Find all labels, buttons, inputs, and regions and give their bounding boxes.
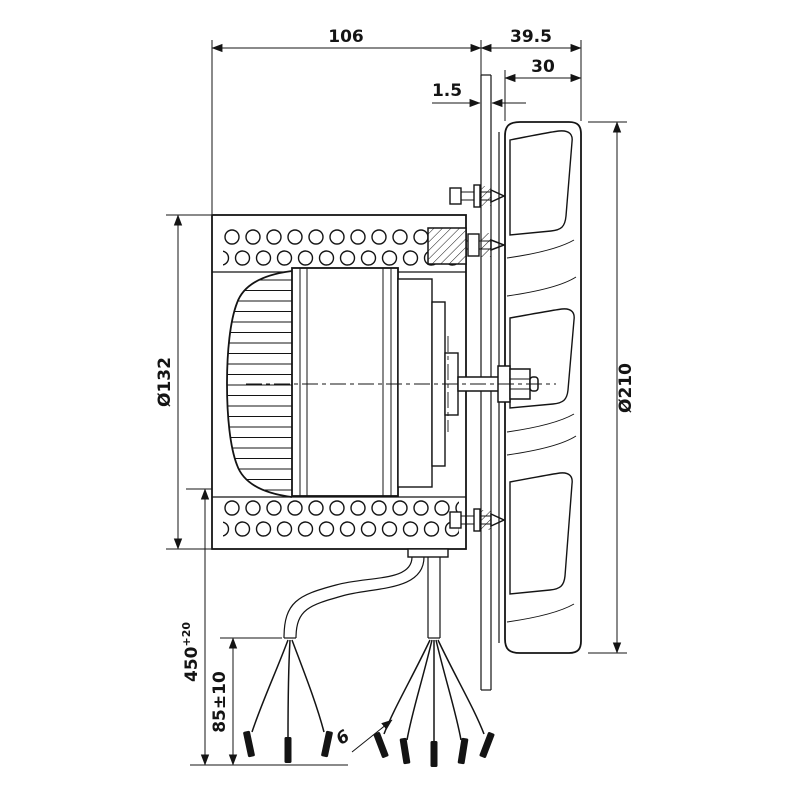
plate-hatch-stud xyxy=(481,233,491,257)
wire xyxy=(287,639,291,739)
wire xyxy=(383,639,431,735)
dim-label-6: 6 xyxy=(333,726,354,749)
upper-bolt xyxy=(449,184,506,208)
wire-ferrule xyxy=(479,732,495,758)
lead-wires-left xyxy=(243,639,333,763)
terminal-stud xyxy=(427,227,507,265)
stator-body xyxy=(291,267,399,497)
perforation-band-bottom xyxy=(223,500,459,540)
dim-label-d132: Ø132 xyxy=(155,357,175,407)
centerlines xyxy=(246,336,556,432)
wire xyxy=(251,639,289,733)
dimension-lead-length: 85±10 xyxy=(210,637,282,766)
dim-label-30: 30 xyxy=(531,57,555,77)
dimension-depth-total: 106 xyxy=(211,27,482,214)
plate-hatch-lower xyxy=(481,510,491,530)
dimension-motor-diameter: Ø132 xyxy=(155,214,211,550)
wire-ferrule xyxy=(373,732,389,758)
plate-hatch-upper xyxy=(481,186,491,206)
dim-label-39-5: 39.5 xyxy=(510,27,552,47)
hub-nut-facets xyxy=(510,378,530,390)
wire xyxy=(437,639,485,735)
dimension-impeller-diameter: Ø210 xyxy=(588,121,636,654)
wire-ferrule xyxy=(243,730,255,758)
wire-ferrule xyxy=(284,737,292,763)
dim-label-85: 85±10 xyxy=(210,671,230,733)
dim-label-106: 106 xyxy=(328,27,364,47)
dim-label-1-5: 1.5 xyxy=(432,81,462,101)
perforation-band-top xyxy=(223,229,459,269)
wire xyxy=(406,639,433,741)
wire xyxy=(291,639,325,733)
power-cable-left xyxy=(283,556,425,639)
cables xyxy=(243,548,495,767)
cable-gland xyxy=(407,548,449,558)
motor-assembly xyxy=(211,214,467,550)
blade-window-top xyxy=(509,130,573,236)
wire xyxy=(435,639,462,741)
wire-ferrule xyxy=(321,730,333,758)
dimension-plate-thickness: 1.5 xyxy=(432,81,526,108)
wire-ferrule xyxy=(399,737,411,765)
bearing-housing xyxy=(397,278,433,488)
blade-window-bottom xyxy=(509,472,573,595)
stator-lamination-lines xyxy=(299,268,392,496)
lower-bolt xyxy=(449,508,506,532)
dim-label-450: 450+20 xyxy=(180,622,202,682)
fasteners xyxy=(427,184,507,532)
dim-label-d210: Ø210 xyxy=(616,363,636,413)
wire-ferrule xyxy=(457,737,469,765)
power-cable-right xyxy=(427,557,441,639)
dimension-fan-offset: 39.5 xyxy=(480,27,582,121)
wire-ferrule xyxy=(430,741,438,767)
dimension-fan-width: 30 xyxy=(504,57,582,121)
dimension-cable-length: 450+20 xyxy=(180,488,348,766)
blade-edges xyxy=(506,239,577,623)
cooling-fins xyxy=(227,279,292,491)
lead-wires-right xyxy=(373,639,495,767)
